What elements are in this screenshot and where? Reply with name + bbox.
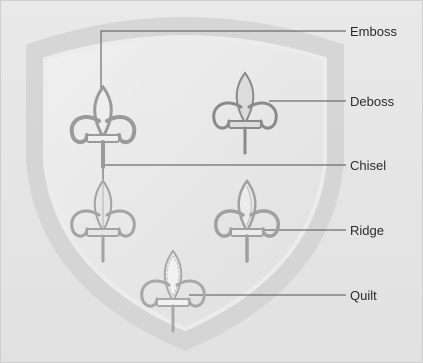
fleur-de-lis-icon — [205, 69, 285, 159]
fleur-de-lis-icon — [63, 177, 143, 267]
label-deboss: Deboss — [350, 94, 394, 109]
label-quilt: Quilt — [350, 288, 377, 303]
fleur-de-lis-icon — [133, 247, 213, 337]
label-chisel: Chisel — [350, 158, 386, 173]
label-emboss: Emboss — [350, 24, 397, 39]
fleur-de-lis-icon — [207, 177, 287, 267]
fleur-de-lis-icon — [63, 83, 143, 173]
label-ridge: Ridge — [350, 223, 384, 238]
